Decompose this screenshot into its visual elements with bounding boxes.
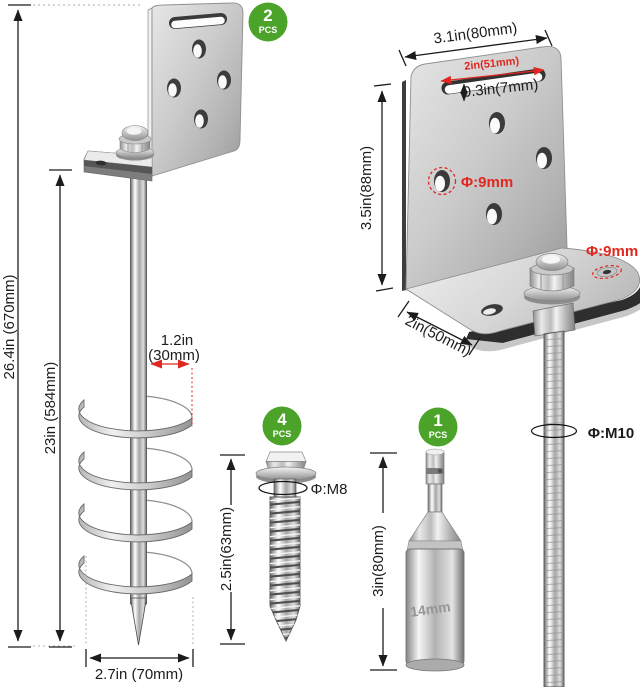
anchor-rod — [532, 302, 576, 687]
screw-illustration — [255, 451, 317, 643]
auger-blades — [78, 399, 193, 595]
screw-dia-label: Φ:M8 — [311, 481, 348, 498]
adapter-qty-badge: 1 PCS — [418, 407, 458, 447]
screw-length-label: 2.5in(63mm) — [218, 507, 235, 591]
anchor-qty-badge: 2 PCS — [248, 2, 288, 42]
auger-back-edges — [141, 395, 193, 575]
screw-qty-badge: 4 PCS — [262, 406, 302, 446]
adapter-length-label: 3in(80mm) — [370, 525, 387, 597]
blade-offset-label-line1: 1.2in — [161, 332, 194, 349]
base-hole-dia-label: Φ:9mm — [586, 243, 638, 260]
right-bracket-holes — [434, 112, 552, 225]
socket-size-label: 14mm — [409, 598, 451, 619]
adapter-qty-unit: PCS — [429, 430, 448, 440]
anchor-qty-count: 2 — [263, 6, 272, 25]
left-bracket-plate — [151, 2, 244, 177]
right-bracket-edge — [402, 80, 406, 291]
bracket-height-label: 3.5in(88mm) — [358, 146, 375, 230]
dimension-lines — [8, 4, 622, 671]
adapter-qty-count: 1 — [433, 411, 442, 430]
blade-width-label: 2.7in (70mm) — [95, 666, 183, 683]
slot-length-label: 2in(51mm) — [464, 55, 520, 73]
overall-height-label: 26.4in (670mm) — [1, 274, 18, 379]
shaft-height-label: 23in (584mm) — [42, 362, 59, 455]
rod-dia-label: Φ:M10 — [588, 425, 635, 442]
screw-qty-count: 4 — [277, 410, 287, 429]
ground-anchor-illustration — [78, 2, 244, 646]
left-bracket-nut — [115, 125, 155, 161]
screw-qty-unit: PCS — [273, 429, 292, 439]
right-bracket-nut — [523, 253, 581, 305]
plate-hole-dia-label: Φ:9mm — [461, 174, 513, 191]
left-bracket-slot-inner — [171, 16, 225, 29]
anchor-qty-unit: PCS — [259, 25, 278, 35]
left-bracket-holes — [167, 39, 231, 129]
socket-adapter-illustration: 14mm — [405, 448, 465, 672]
anchor-tip — [130, 597, 147, 646]
blade-offset-label-line2: (30mm) — [148, 347, 200, 364]
